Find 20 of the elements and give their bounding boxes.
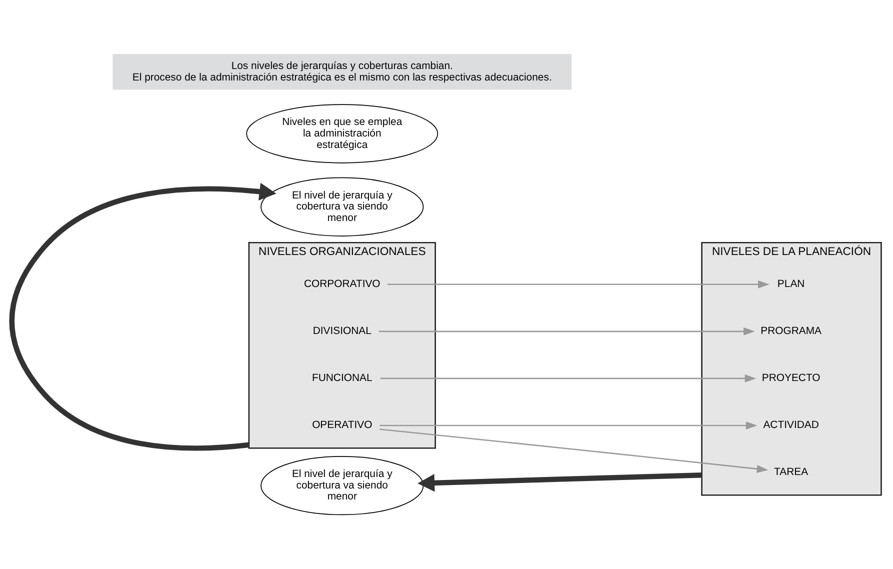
arrow: [9, 182, 276, 451]
arrow: [380, 422, 758, 430]
arrow: [418, 472, 702, 492]
node-text: PROGRAMA: [760, 326, 822, 338]
node-text: FUNCIONAL: [312, 373, 372, 384]
node-text: ACTIVIDAD: [763, 420, 819, 432]
node-text: TAREA: [774, 467, 808, 478]
node-text: PLAN: [777, 279, 805, 290]
node-text: DIVISIONAL: [312, 326, 372, 338]
arrow: [380, 428, 768, 473]
node-text: OPERATIVO: [312, 420, 372, 432]
node-ellipse: El nivel de jerarquía y cobertura va siendo menor: [260, 456, 424, 516]
arrow: [378, 327, 755, 336]
node-ellipse: El nivel de jerarquía y cobertura va siendo menor: [260, 177, 424, 236]
arrow: [380, 374, 756, 382]
node-text: CORPORATIVO: [304, 279, 380, 290]
node-ellipse: Niveles en que se emplea la administración estratégica: [246, 104, 438, 164]
node-text: PROYECTO: [762, 373, 820, 384]
node-box: Los niveles de jerarquías y coberturas cambian. El proceso de la administración estratégica es el mismo con las respectivas adecuaciones.: [112, 54, 572, 90]
arrow: [388, 280, 770, 288]
